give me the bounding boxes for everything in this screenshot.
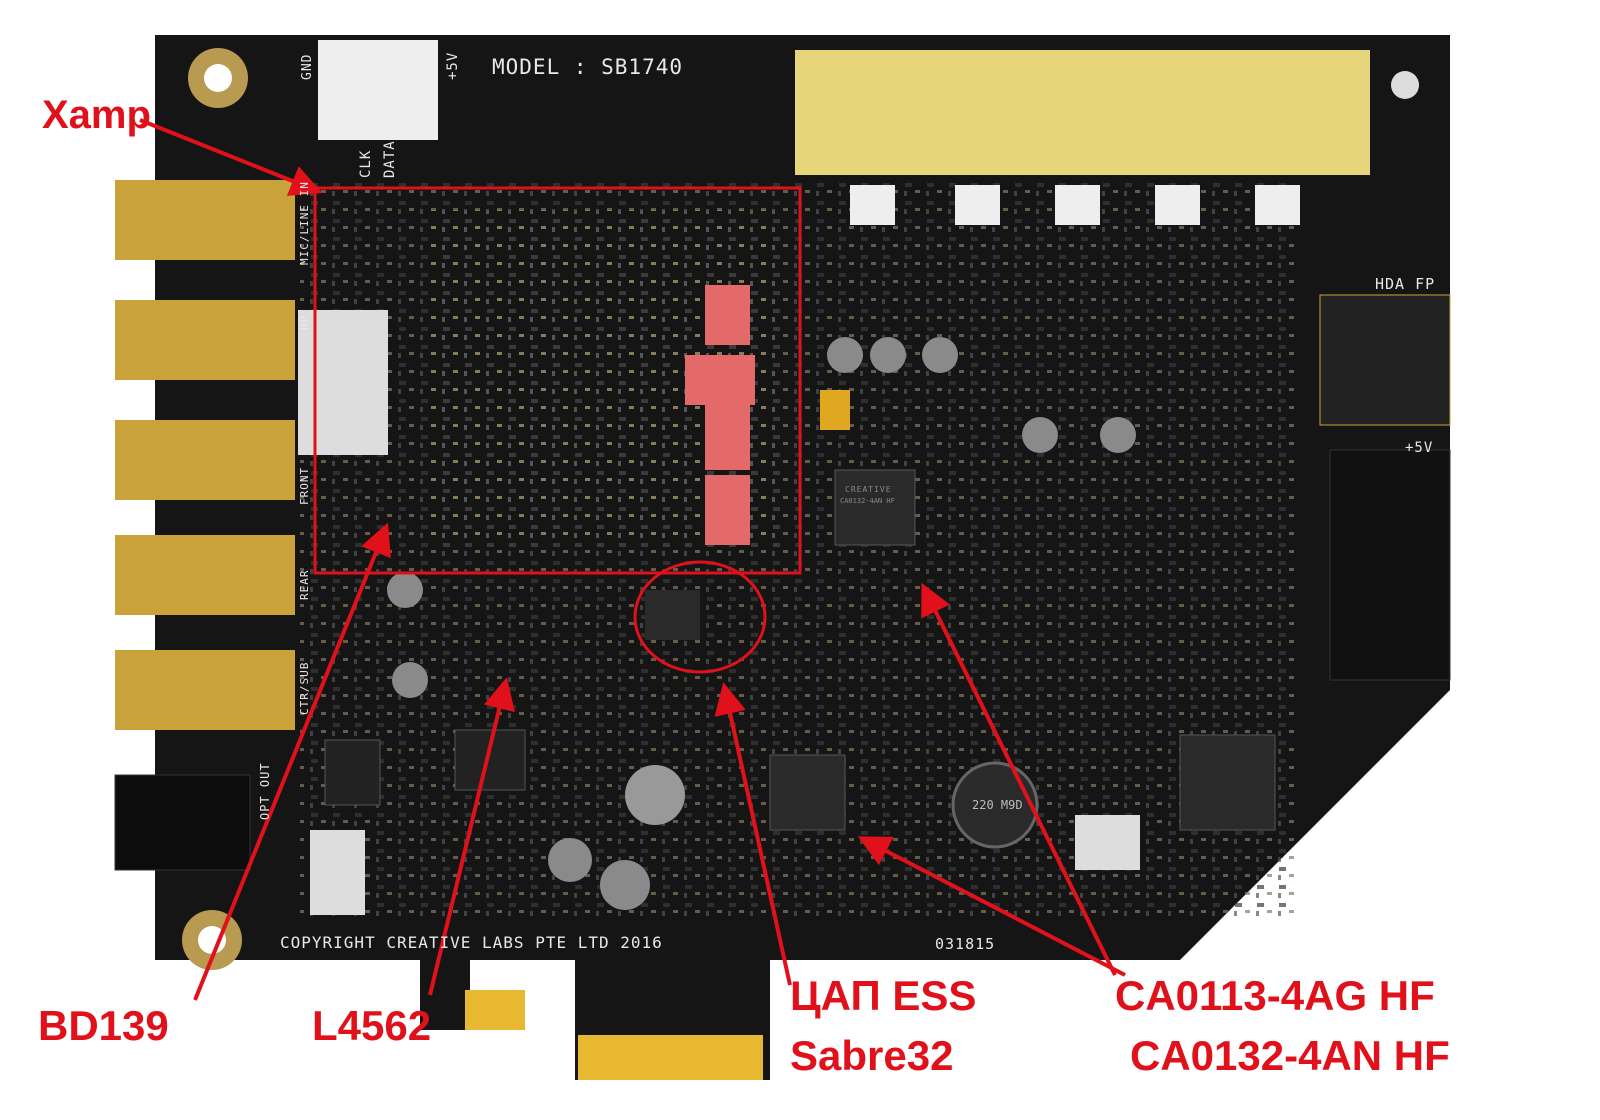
date-code-silkscreen: 031815 [935, 935, 996, 953]
label-ca0113: CA0113-4AG HF [1115, 972, 1435, 1019]
inductor-text: 220 M9D [972, 798, 1023, 812]
label-dac-line1: ЦАП ESS [790, 972, 977, 1019]
hda-fp-silkscreen: HDA FP [1375, 275, 1436, 293]
jack-label-rear: REAR [298, 569, 311, 601]
chip-part-text: CA0132-4AN HF [840, 497, 895, 505]
led-bar [795, 50, 1370, 175]
label-ca0132: CA0132-4AN HF [1130, 1032, 1450, 1079]
optical-out [114, 774, 251, 871]
clk-silkscreen: CLK [358, 149, 374, 178]
ess-dac-highlight [633, 560, 767, 674]
opt-out-silkscreen: OPT OUT [258, 762, 272, 820]
label-xamp: Xamp [42, 93, 151, 137]
gnd-silkscreen: GND [300, 53, 315, 80]
jack-label-hp: HP [298, 314, 311, 330]
header-connector [318, 40, 438, 140]
plus5v-top-silkscreen: +5V [445, 51, 461, 80]
hda-fp-header [1319, 294, 1451, 426]
data-silkscreen: DATA [382, 140, 398, 178]
jack-label-ctr-sub: CTR/SUB [298, 661, 311, 715]
label-l4562: L4562 [312, 1002, 432, 1049]
label-bd139: BD139 [38, 1002, 169, 1049]
copyright-silkscreen: COPYRIGHT CREATIVE LABS PTE LTD 2016 [280, 933, 663, 952]
jack-label-front: FRONT [298, 466, 311, 505]
annotation-arrows [139, 118, 1126, 1001]
inductor [951, 761, 1039, 849]
chip-creative-text: CREATIVE [845, 485, 892, 494]
creative-chip [834, 469, 916, 546]
jack-label-mic: MIC/LINE IN [298, 181, 311, 265]
ess-dac-chip [645, 590, 700, 640]
usb-chip [1179, 734, 1276, 831]
rgb-leds [850, 185, 1300, 225]
ca0113-chip [769, 754, 846, 831]
relay [298, 310, 388, 455]
plus5v-right-silkscreen: +5V [1405, 440, 1434, 456]
film-capacitors [685, 285, 755, 545]
label-dac-line2: Sabre32 [790, 1032, 954, 1079]
audio-jacks [115, 180, 295, 730]
j7-connector [1329, 449, 1451, 681]
pcie-gold-fingers [578, 1035, 763, 1080]
xamp-highlight-box [313, 186, 802, 575]
model-silkscreen: MODEL : SB1740 [492, 55, 684, 79]
